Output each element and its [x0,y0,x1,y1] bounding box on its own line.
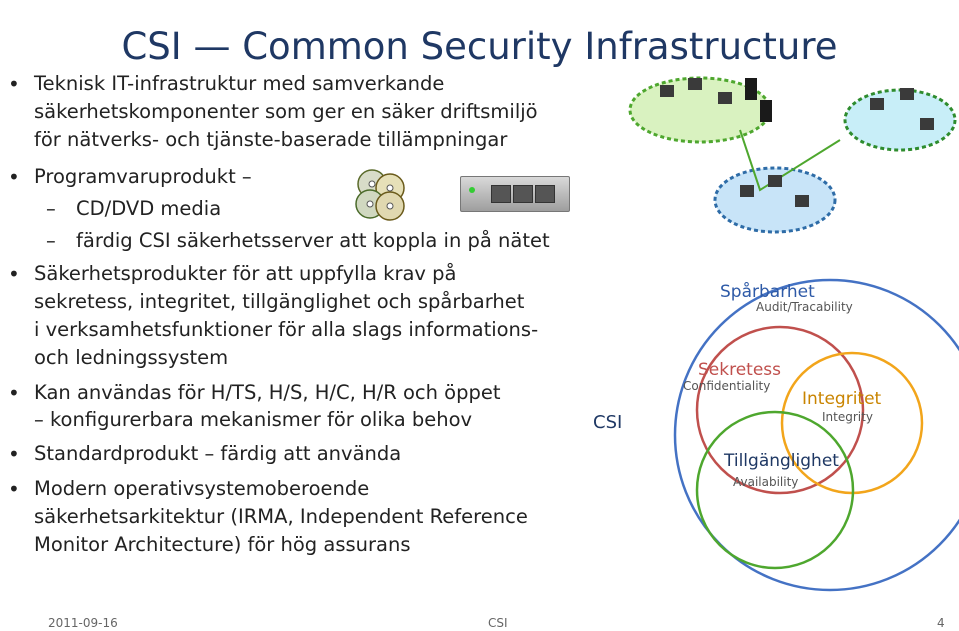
page-title: CSI — Common Security Infrastructure [121,24,838,68]
integritet-label: Integritet [802,389,882,409]
sub-bullet-server: –färdig CSI säkerhetsserver att koppla i… [46,229,550,252]
sub-bullet-konfig: – konfigurerbara mekanismer för olika be… [34,408,473,431]
bullet-3: •Säkerhetsprodukter för att uppfylla kra… [8,262,457,286]
bullet-6-line-2: säkerhetsarkitektur (IRMA, Independent R… [34,505,528,528]
bullet-3-line-3: i verksamhetsfunktioner för alla slags i… [34,318,539,341]
bullet-6-line-3: Monitor Architecture) för hög assurans [34,533,411,556]
csi-label: CSI [593,412,623,433]
bullet-3-line-4: och ledningssystem [34,346,229,369]
sekretess-label: Sekretess [698,360,782,380]
bullet-3-line-2: sekretess, integritet, tillgänglighet oc… [34,290,525,313]
bullet-1-line-2: säkerhetskomponenter som ger en säker dr… [34,100,538,123]
sub-bullet-cd: –CD/DVD media [46,197,222,220]
tillganglighet-label: Tillgänglighet [724,451,839,471]
bullet-1: •Teknisk IT-infrastruktur med samverkand… [8,72,445,96]
bullet-1-line-3: för nätverks- och tjänste-baserade tillä… [34,128,508,151]
sparbarhet-label: Spårbarhet [720,282,815,302]
sekretess-en-label: Confidentiality [683,379,771,393]
bullet-6: •Modern operativsystemoberoende [8,477,370,501]
bullet-2: •Programvaruprodukt – [8,165,252,189]
footer-date: 2011-09-16 [48,616,118,630]
sparbarhet-en-label: Audit/Tracability [756,300,853,314]
security-diagram [628,76,959,592]
cd-media-icon [355,169,405,221]
bullet-5: •Standardprodukt – färdig att använda [8,442,402,466]
footer-center: CSI [488,616,508,630]
bullet-4: •Kan användas för H/TS, H/S, H/C, H/R oc… [8,381,501,405]
computer-icon [660,78,934,207]
tillganglighet-en-label: Availability [733,475,799,489]
network-cloud-icon [628,76,957,234]
rack-server-icon [460,176,570,212]
page-number: 4 [937,616,945,630]
integritet-en-label: Integrity [822,410,873,424]
